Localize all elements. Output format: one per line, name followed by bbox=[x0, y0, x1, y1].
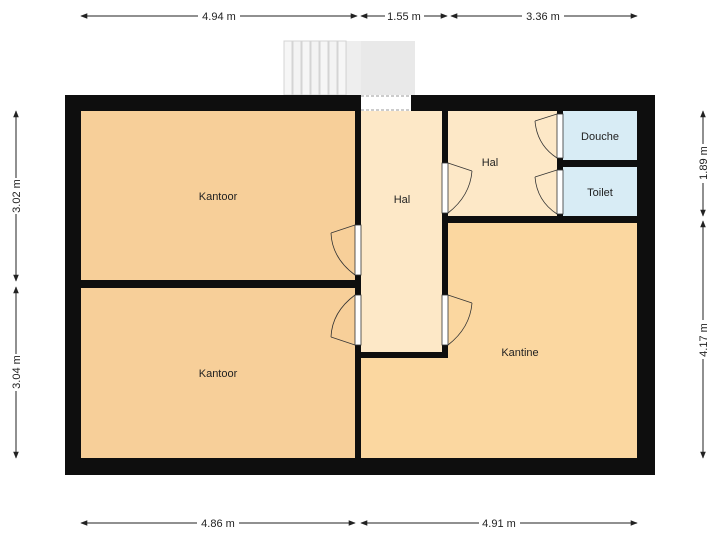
dimension-top-middle: 1.55 m bbox=[360, 11, 448, 23]
dimension-bottom-left-label: 4.86 m bbox=[201, 518, 235, 530]
stairs bbox=[283, 40, 415, 96]
dimension-right-bottom-label: 4.17 m bbox=[698, 323, 710, 357]
room-shower bbox=[563, 111, 637, 160]
dimension-bottom-right: 4.91 m bbox=[360, 518, 638, 530]
dimension-right-top: 1.89 m bbox=[698, 110, 710, 217]
dimension-right-top-label: 1.89 m bbox=[698, 146, 710, 180]
room-office-bottom bbox=[81, 288, 355, 458]
label-toilet: Toilet bbox=[587, 187, 613, 199]
room-office-top bbox=[81, 111, 355, 280]
room-hall-center bbox=[361, 111, 442, 352]
label-canteen: Kantine bbox=[501, 347, 538, 359]
dimension-top-right: 3.36 m bbox=[450, 11, 638, 23]
room-toilet bbox=[563, 167, 637, 216]
label-hall-right: Hal bbox=[482, 157, 499, 169]
dimension-top-left-label: 4.94 m bbox=[202, 11, 236, 23]
stair-opening bbox=[361, 95, 411, 111]
dimension-left-top-label: 3.02 m bbox=[11, 179, 23, 213]
dimension-top-middle-label: 1.55 m bbox=[387, 11, 421, 23]
room-hall-right bbox=[448, 111, 557, 216]
doors bbox=[330, 113, 564, 346]
dimension-right-bottom: 4.17 m bbox=[698, 220, 710, 459]
dimension-left-bottom-label: 3.04 m bbox=[11, 355, 23, 389]
dimension-left-top: 3.02 m bbox=[11, 110, 23, 282]
dimension-top-left: 4.94 m bbox=[80, 11, 358, 23]
dimension-bottom-left: 4.86 m bbox=[80, 518, 356, 530]
dimension-bottom-right-label: 4.91 m bbox=[482, 518, 516, 530]
label-office-top: Kantoor bbox=[199, 191, 238, 203]
dimension-top-right-label: 3.36 m bbox=[526, 11, 560, 23]
label-office-bottom: Kantoor bbox=[199, 368, 238, 380]
label-hall-center: Hal bbox=[394, 194, 411, 206]
room-canteen bbox=[361, 223, 637, 458]
label-shower: Douche bbox=[581, 131, 619, 143]
dimension-left-bottom: 3.04 m bbox=[11, 286, 23, 459]
